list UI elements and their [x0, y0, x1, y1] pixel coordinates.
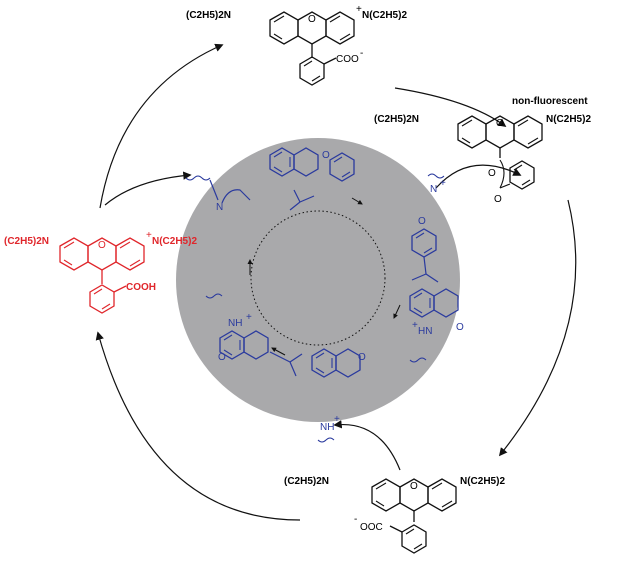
left-right-amine-label: N(C2H5)2: [152, 236, 197, 247]
polymer-nh-right-lower-charge: +: [412, 320, 418, 331]
right-carbonyl-oxygen: O: [494, 194, 502, 205]
top-acid-label: COO: [336, 54, 359, 65]
polymer-o-left: O: [218, 352, 226, 363]
inner-dotted-cycle: [247, 197, 401, 356]
arrow-left-to-polymer: [104, 171, 192, 206]
polymer-n-right-charge: +: [440, 178, 446, 189]
polymer-nh-left-charge: +: [246, 312, 252, 323]
polymer-o-top: O: [322, 150, 330, 161]
svg-text:O: O: [496, 118, 504, 129]
non-fluorescent-caption: non-fluorescent: [512, 96, 588, 107]
polymer-n-right: N: [430, 184, 437, 195]
bottom-acid-label: OOC: [360, 522, 383, 533]
top-rhodamine-zwitterion: O (C2H5)2N N(C2H5)2 + COO -: [186, 4, 407, 86]
top-right-charge: +: [356, 4, 362, 15]
outer-cycle-arrows: [95, 43, 577, 521]
top-left-amine-label: (C2H5)2N: [186, 10, 231, 21]
polymer-nh-bottom: NH: [320, 422, 334, 433]
arrow-right-to-bottom: [498, 199, 577, 457]
top-acid-charge: -: [360, 48, 363, 59]
polymer-disk: [176, 138, 460, 422]
arrow-left-to-top: [99, 43, 224, 209]
polymer-nh-left: NH: [228, 318, 242, 329]
svg-text:O: O: [410, 481, 418, 492]
svg-text:O: O: [308, 14, 316, 25]
polymer-nh-right-lower: HN: [418, 326, 432, 337]
polymer-o-right: O: [418, 216, 426, 227]
polybenzoxazine-chain: N O N + O HN + O NH + O O NH +: [185, 147, 464, 443]
top-right-amine-label: N(C2H5)2: [362, 10, 407, 21]
bottom-acid-charge: -: [354, 514, 357, 525]
arrow-bottom-to-left: [95, 331, 301, 521]
polymer-o-right-lower: O: [456, 322, 464, 333]
left-left-amine-label: (C2H5)2N: [4, 236, 49, 247]
right-ring-oxygen: O: [488, 168, 496, 179]
left-acid-label: COOH: [126, 282, 156, 293]
bottom-rhodamine-carboxylate: O (C2H5)2N N(C2H5)2 OOC -: [284, 476, 505, 554]
polymer-n-top: N: [216, 202, 223, 213]
polymer-nh-bottom-charge: +: [334, 414, 340, 425]
left-right-charge: +: [146, 230, 152, 241]
right-left-amine-label: (C2H5)2N: [374, 114, 419, 125]
right-rhodamine-spirolactone: non-fluorescent O (C2H5)2N N(C2H5)2 O O: [374, 96, 591, 205]
arrow-bottom-to-polymer: [333, 420, 401, 471]
right-right-amine-label: N(C2H5)2: [546, 114, 591, 125]
polymer-o-bottom: O: [358, 352, 366, 363]
arrow-top-to-right: [394, 87, 507, 128]
bottom-left-amine-label: (C2H5)2N: [284, 476, 329, 487]
svg-text:O: O: [98, 240, 106, 251]
bottom-right-amine-label: N(C2H5)2: [460, 476, 505, 487]
left-rhodamine-fluorescent: O (C2H5)2N N(C2H5)2 + COOH: [4, 230, 197, 314]
